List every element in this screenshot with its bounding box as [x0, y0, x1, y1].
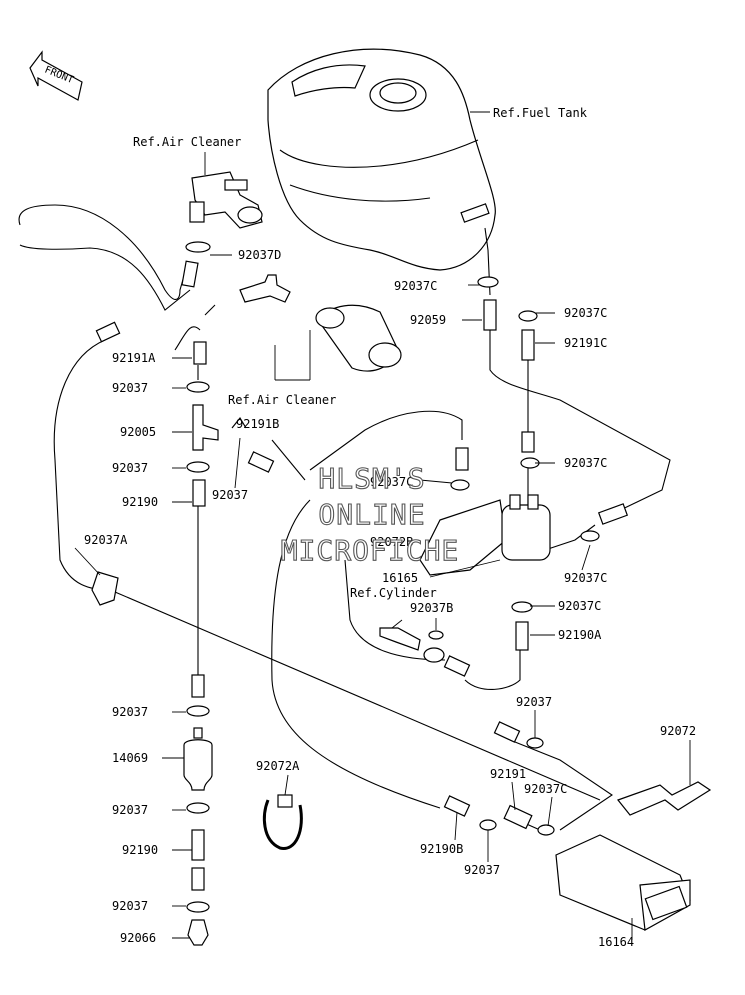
front-arrow-icon: FRONT: [29, 50, 83, 101]
label-92190-b: 92190: [122, 843, 158, 857]
label-14069: 14069: [112, 751, 148, 765]
watermark-line-1: HLSM'S: [318, 462, 425, 495]
label-92037-f: 92037: [112, 803, 148, 817]
label-92037B: 92037B: [410, 601, 453, 615]
label-92037-h: 92037: [112, 899, 148, 913]
watermark-line-2: ONLINE: [318, 498, 425, 531]
air-cleaner-fitting: [189, 171, 263, 229]
label-92191B: 92191B: [236, 417, 279, 431]
label-92072B: 92072B: [370, 535, 413, 549]
label-92037-g: 92037: [464, 863, 500, 877]
label-92037A: 92037A: [84, 533, 128, 547]
label-92191: 92191: [490, 767, 526, 781]
label-92037C-g: 92037C: [524, 782, 567, 796]
leader-lines: [74, 111, 691, 940]
label-92191A: 92191A: [112, 351, 156, 365]
label-92037C-e: 92037C: [564, 571, 607, 585]
ref-cylinder: Ref.Cylinder: [350, 586, 437, 600]
label-92037C-f: 92037C: [558, 599, 601, 613]
ref-air-cleaner-mid: Ref.Air Cleaner: [228, 393, 336, 407]
label-92191C: 92191C: [564, 336, 607, 350]
label-16165: 16165: [382, 571, 418, 585]
label-92037-a: 92037: [112, 381, 148, 395]
ref-air-cleaner-top: Ref.Air Cleaner: [133, 135, 241, 149]
label-92037-d: 92037: [516, 695, 552, 709]
fuel-tank: [267, 48, 496, 271]
label-16164: 16164: [598, 935, 634, 949]
hoses: [18, 204, 671, 831]
label-92059: 92059: [410, 313, 446, 327]
air-cleaner-filter: [239, 274, 402, 372]
label-92037C-c: 92037C: [370, 475, 413, 489]
label-92037C-b: 92037C: [564, 306, 607, 320]
label-92190A: 92190A: [558, 628, 602, 642]
watermark-line-3: MICROFICHE: [281, 534, 460, 567]
label-92037-b: 92037: [112, 461, 148, 475]
label-92037D: 92037D: [238, 248, 281, 262]
label-92066: 92066: [120, 931, 156, 945]
label-92190B: 92190B: [420, 842, 463, 856]
label-92037C-a: 92037C: [394, 279, 437, 293]
label-92037-c: 92037: [212, 488, 248, 502]
label-92005: 92005: [120, 425, 156, 439]
label-92190-a: 92190: [122, 495, 158, 509]
ref-fuel-tank: Ref.Fuel Tank: [493, 106, 588, 120]
label-92037-e: 92037: [112, 705, 148, 719]
label-92037C-d: 92037C: [564, 456, 607, 470]
watermark: HLSM'S ONLINE MICROFICHE: [280, 461, 460, 567]
label-92072A: 92072A: [256, 759, 300, 773]
label-92072: 92072: [660, 724, 696, 738]
small-parts: [91, 241, 712, 946]
